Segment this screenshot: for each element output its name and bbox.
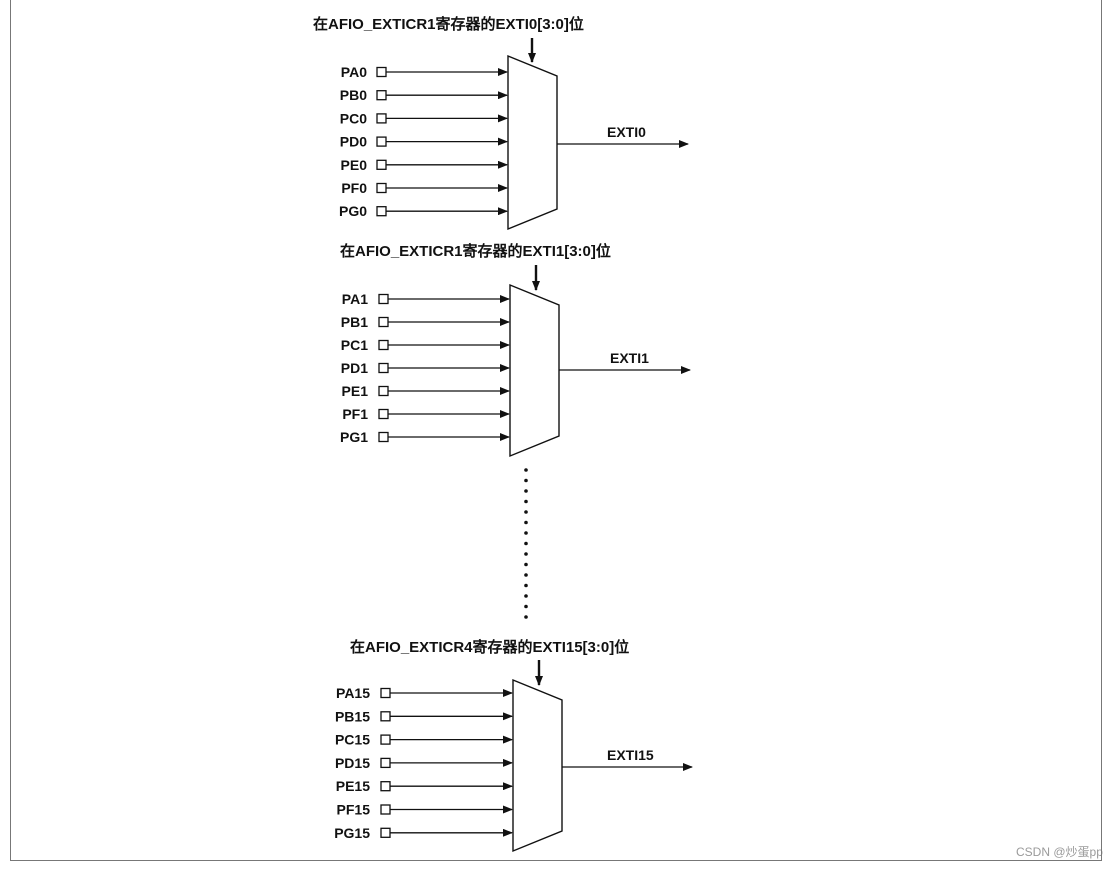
- dot: [524, 541, 528, 546]
- multiplexer: [509, 283, 560, 458]
- dot: [524, 583, 528, 588]
- input-label-pf15: PF15: [337, 802, 371, 818]
- dot: [524, 478, 528, 483]
- input-label-pg15: PG15: [334, 825, 370, 841]
- input-label-pg0: PG0: [339, 203, 367, 219]
- input-label-pe1: PE1: [342, 383, 369, 399]
- diagram-frame: [10, 0, 1102, 861]
- input-label-pa1: PA1: [342, 291, 368, 307]
- input-label-pb15: PB15: [335, 708, 370, 724]
- input-label-pc1: PC1: [341, 337, 368, 353]
- input-label-pb0: PB0: [340, 87, 367, 103]
- input-label-pd15: PD15: [335, 755, 370, 771]
- dot: [524, 562, 528, 567]
- dot: [524, 489, 528, 493]
- dot: [524, 499, 528, 504]
- group-title: 在AFIO_EXTICR4寄存器的EXTI15[3:0]位: [350, 638, 629, 656]
- dot: [524, 615, 528, 619]
- mux-group-exti0: 在AFIO_EXTICR1寄存器的EXTI0[3:0]位 PA0PB0PC0PD0…: [313, 15, 689, 231]
- dot: [524, 604, 528, 609]
- multiplexer: [512, 678, 563, 853]
- input-label-pd0: PD0: [340, 134, 367, 150]
- dot: [524, 594, 528, 598]
- output-label-exti0: EXTI0: [607, 124, 646, 140]
- input-label-pf0: PF0: [341, 180, 367, 196]
- input-label-pa0: PA0: [341, 64, 367, 80]
- input-label-pf1: PF1: [342, 406, 368, 422]
- input-label-pg1: PG1: [340, 429, 368, 445]
- multiplexer: [507, 54, 558, 231]
- input-label-pd1: PD1: [341, 360, 368, 376]
- mux-group-exti15: 在AFIO_EXTICR4寄存器的EXTI15[3:0]位 PA15PB15PC1…: [334, 638, 693, 853]
- input-label-pb1: PB1: [341, 314, 368, 330]
- group-title: 在AFIO_EXTICR1寄存器的EXTI1[3:0]位: [340, 242, 611, 260]
- watermark: CSDN @炒蛋pp: [1016, 845, 1103, 859]
- input-label-pc15: PC15: [335, 732, 370, 748]
- output-label-exti15: EXTI15: [607, 747, 654, 763]
- dot: [524, 520, 528, 525]
- input-label-pe0: PE0: [341, 157, 368, 173]
- dot: [524, 573, 528, 577]
- input-label-pc0: PC0: [340, 110, 367, 126]
- input-label-pa15: PA15: [336, 685, 370, 701]
- dot: [524, 552, 528, 556]
- mux-group-exti1: 在AFIO_EXTICR1寄存器的EXTI1[3:0]位 PA1PB1PC1PD1…: [340, 242, 691, 458]
- output-label-exti1: EXTI1: [610, 350, 649, 366]
- dot: [524, 531, 528, 535]
- group-title: 在AFIO_EXTICR1寄存器的EXTI0[3:0]位: [313, 15, 584, 33]
- input-label-pe15: PE15: [336, 778, 370, 794]
- ellipsis-dots: [524, 468, 528, 619]
- dot: [524, 510, 528, 514]
- dot: [524, 468, 528, 472]
